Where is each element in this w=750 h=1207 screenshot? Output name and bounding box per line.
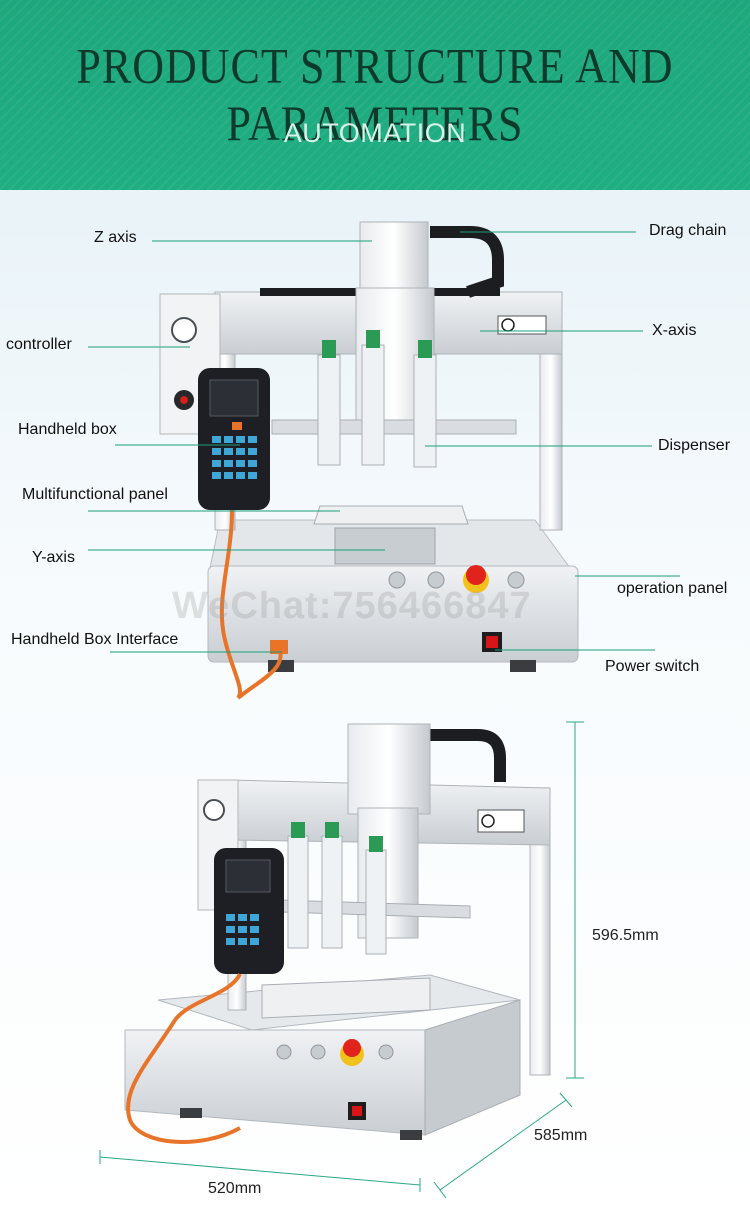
label-controller: controller [6, 336, 72, 353]
syringe [287, 835, 309, 949]
label-handheld-box-interface: Handheld Box Interface [11, 631, 179, 648]
label-drag-chain: Drag chain [649, 222, 727, 239]
dimension-lines [99, 721, 584, 1199]
syringe-cap [418, 340, 432, 358]
emergency-stop-button [466, 565, 486, 585]
syringe [365, 849, 387, 955]
warning-label [497, 315, 547, 335]
dispenser-syringes [287, 822, 387, 955]
multifunctional-panel-plate [313, 505, 469, 525]
handheld-interface-port [270, 640, 288, 654]
handheld-cable [219, 509, 283, 700]
emergency-stop-button [343, 1039, 361, 1057]
syringe-cap [369, 836, 383, 852]
syringe [413, 354, 437, 468]
handheld-keypad [212, 436, 257, 479]
dispenser-syringes [317, 330, 437, 468]
label-multifunctional-panel: Multifunctional panel [22, 486, 168, 503]
power-switch-rocker [486, 636, 498, 648]
power-switch-rocker [352, 1106, 362, 1116]
label-dispenser: Dispenser [658, 437, 731, 454]
label-x-axis: X-axis [652, 322, 697, 339]
panel-button [388, 571, 406, 589]
handheld-cable [126, 972, 242, 1144]
drag-chain [430, 729, 506, 782]
pressure-gauge [203, 799, 225, 821]
panel-button [378, 1044, 394, 1060]
panel-button [276, 1044, 292, 1060]
handheld-key-orange [232, 422, 242, 430]
warning-label [477, 809, 525, 833]
dimension-width-line [99, 1156, 421, 1186]
label-z-axis: Z axis [94, 229, 137, 246]
syringe [317, 354, 341, 466]
header-banner: PRODUCT STRUCTURE AND PARAMETERS AUTOMAT… [0, 0, 750, 190]
header-texture [0, 0, 750, 190]
label-power-switch: Power switch [605, 658, 700, 675]
warning-icon [481, 814, 495, 828]
machine-front-view [159, 221, 579, 700]
multifunctional-panel-plate [261, 977, 431, 1019]
machine-foot [180, 1108, 202, 1118]
handheld-screen [225, 859, 271, 893]
syringe-cap [322, 340, 336, 358]
machine-perspective-view [124, 723, 551, 1144]
regulator-knob-red [180, 396, 188, 404]
drag-chain [430, 226, 504, 298]
page-subtitle: AUTOMATION [283, 118, 467, 148]
label-y-axis: Y-axis [32, 549, 75, 566]
machine-base-side [424, 999, 521, 1136]
syringe-cap [325, 822, 339, 838]
label-handheld-box: Handheld box [18, 421, 117, 438]
dispenser-mount-bar [271, 419, 517, 435]
dimension-height-label: 596.5mm [592, 927, 659, 944]
z-axis-column [359, 221, 429, 293]
syringe-cap [291, 822, 305, 838]
dimension-depth-line [439, 1099, 567, 1191]
syringe [321, 835, 343, 949]
panel-button [427, 571, 445, 589]
y-axis-carriage [334, 527, 436, 565]
watermark: WeChat:756466847 [172, 585, 532, 627]
dimension-width-label: 520mm [208, 1180, 262, 1197]
handheld-keypad [226, 914, 259, 945]
syringe [361, 344, 385, 466]
handheld-screen [209, 379, 259, 417]
machine-foot [510, 660, 536, 672]
panel-button [310, 1044, 326, 1060]
machine-base-front [124, 1029, 426, 1136]
dimension-depth-tick [559, 1092, 573, 1108]
label-operation-panel: operation panel [617, 580, 728, 597]
z-axis-column [347, 723, 431, 815]
pressure-gauge [171, 317, 197, 343]
machine-foot [400, 1130, 422, 1140]
dimension-depth-tick [433, 1181, 447, 1199]
page-title: PRODUCT STRUCTURE AND PARAMETERS [76, 39, 674, 151]
panel-button [507, 571, 525, 589]
dimension-depth-label: 585mm [534, 1127, 588, 1144]
leader-lines [88, 231, 680, 653]
syringe-cap [366, 330, 380, 348]
